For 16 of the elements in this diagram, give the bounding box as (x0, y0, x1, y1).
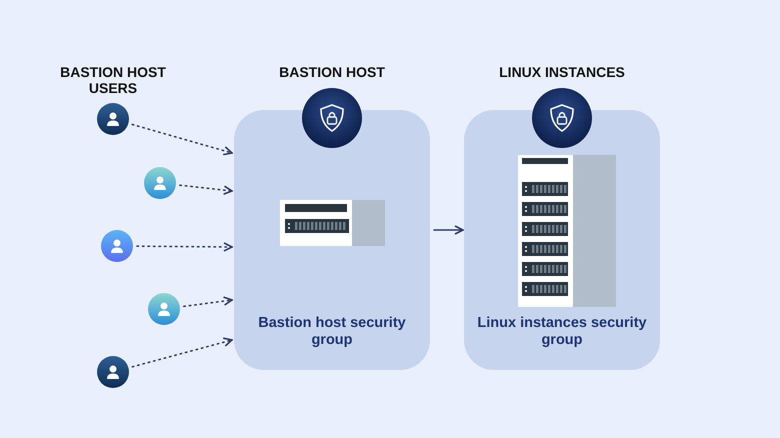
group-heading: BASTION HOST (278, 64, 386, 80)
user-avatar (144, 167, 176, 199)
group-label: Linux instances security group (476, 315, 648, 350)
arrow (179, 184, 233, 195)
user-avatar (101, 230, 133, 262)
arrow (136, 242, 233, 252)
arrow (183, 296, 233, 308)
user-avatar (97, 356, 129, 388)
column-heading: BASTION HOST USERS (60, 64, 166, 96)
arrow (132, 337, 233, 368)
group-heading: LINUX INSTANCES (498, 64, 626, 80)
group-label: Bastion host security group (257, 315, 407, 350)
user-avatar (148, 293, 180, 325)
arrow (131, 124, 233, 156)
arrow (433, 225, 464, 235)
user-avatar (97, 103, 129, 135)
